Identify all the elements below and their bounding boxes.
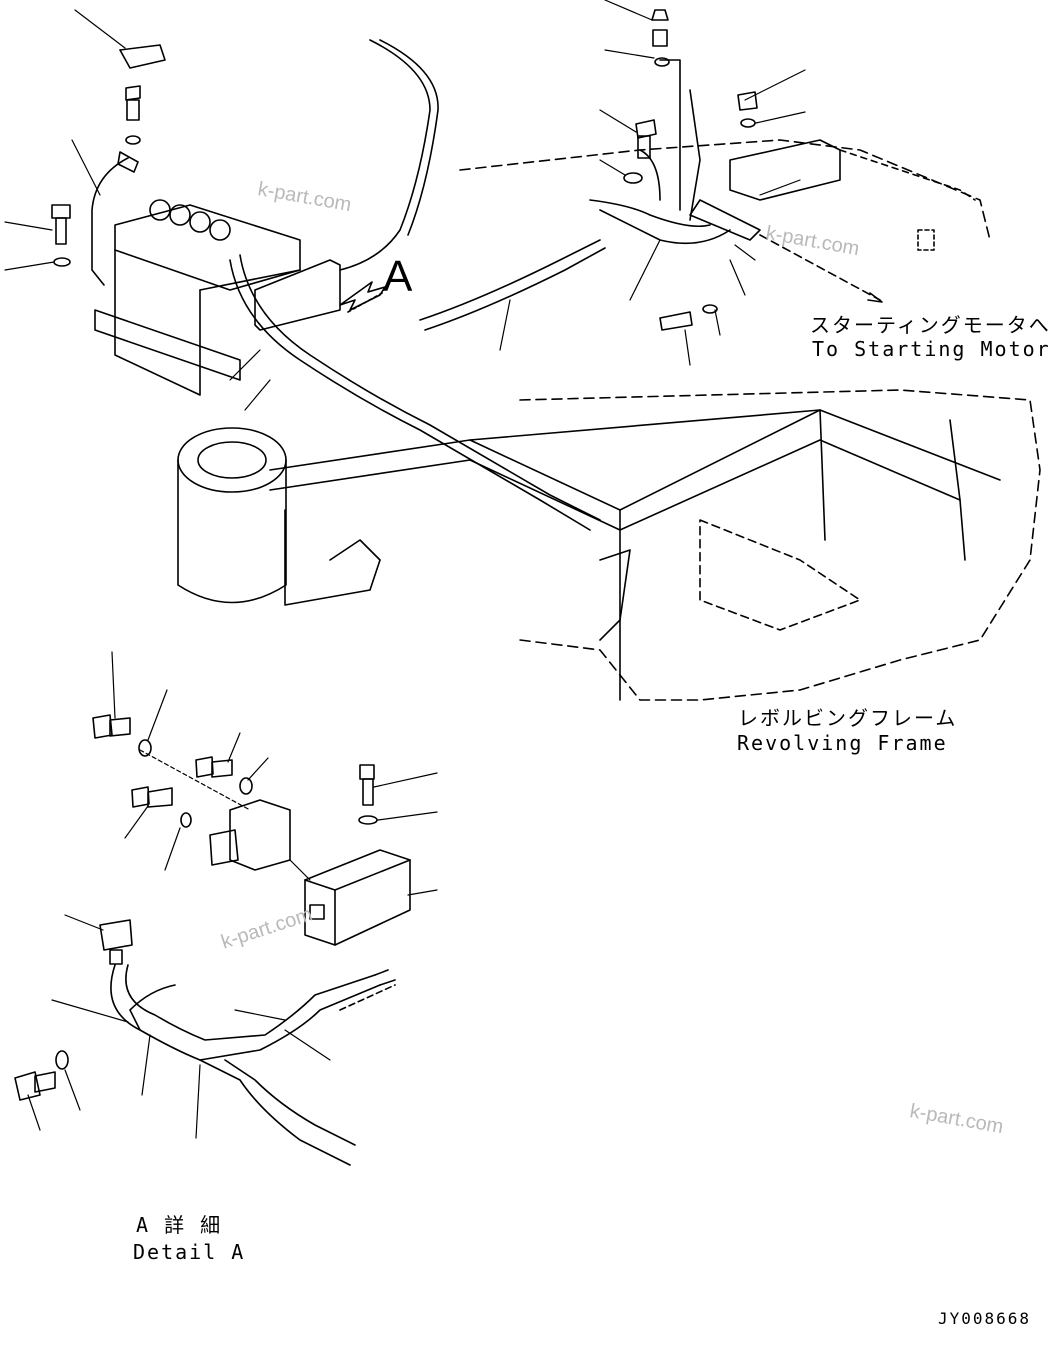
view-arrow-label: A [383,252,413,301]
leader-lines-main [4,0,806,411]
revolving-frame-label-en: Revolving Frame [737,731,948,755]
revolving-frame [269,139,1041,701]
battery-cable [91,151,139,286]
detail-a-parts [14,714,411,1101]
leader-lines-detail [27,651,438,1139]
main-harness [229,39,731,531]
drawing-number: JY008668 [938,1309,1032,1328]
tank-cylinder [177,427,287,604]
revolving-frame-label-jp: レボルビングフレーム [738,706,958,730]
starting-motor-label-jp: スターティングモータへ [810,313,1051,337]
view-arrow-a [339,281,386,313]
battery [94,199,301,396]
starter-bracket [639,59,976,303]
detail-a-harness [110,964,396,1166]
detail-a-label-jp: A 詳 細 [136,1213,223,1237]
detail-a-label-en: Detail A [133,1240,246,1264]
starting-motor-label-en: To Starting Motor [812,337,1051,361]
